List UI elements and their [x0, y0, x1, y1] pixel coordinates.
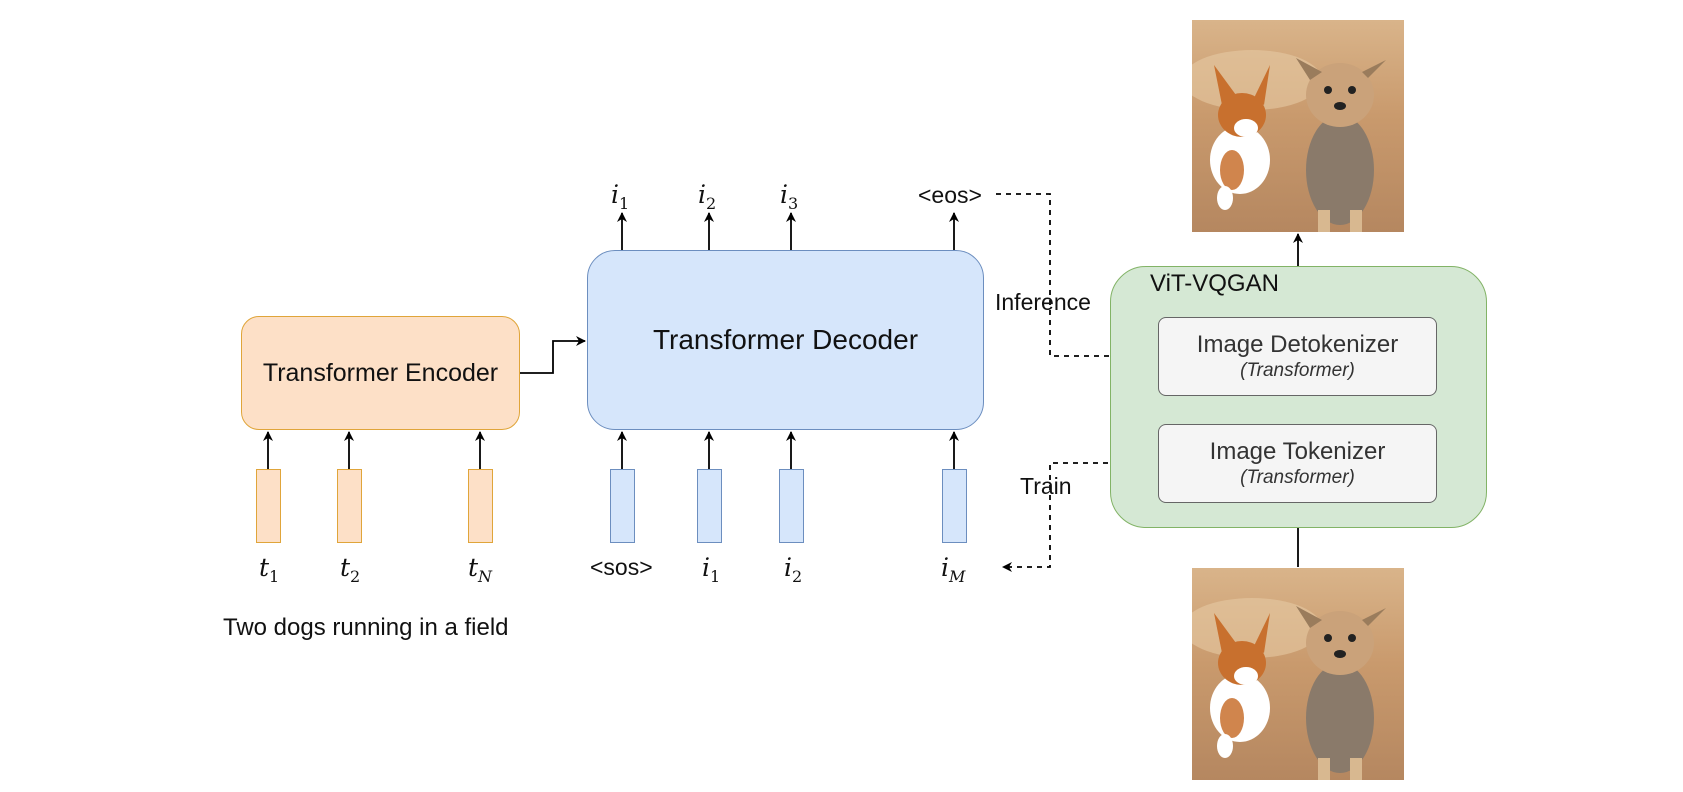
train-label: Train — [1020, 473, 1072, 499]
image-tokenizer-title: Image Tokenizer — [1209, 437, 1386, 465]
transformer-decoder-label: Transformer Decoder — [652, 324, 919, 355]
image-detokenizer-title: Image Detokenizer — [1196, 330, 1399, 358]
inference-dashed-arrow — [996, 193, 1157, 361]
text-token-label: t2 — [340, 553, 361, 586]
image-tokenizer-box: Image Tokenizer (Transformer) — [1158, 424, 1437, 503]
text-token-rect — [256, 469, 281, 543]
decoder-input-label: i1 — [702, 553, 721, 586]
inference-label: Inference — [995, 289, 1091, 315]
image-token-rect — [779, 469, 804, 543]
text-token-label: t1 — [259, 553, 280, 586]
image-token-rect — [697, 469, 722, 543]
decoder-output-label: i3 — [780, 180, 799, 213]
decoder-input-label: iM — [941, 553, 966, 586]
decoder-input-label: i2 — [784, 553, 803, 586]
text-token-label: tN — [468, 553, 493, 586]
image-token-rect — [610, 469, 635, 543]
text-token-rect — [337, 469, 362, 543]
decoder-output-label: i2 — [698, 180, 717, 213]
eos-token-label: <eos> — [918, 182, 982, 208]
yorkie-body — [1306, 115, 1374, 225]
sos-token-label: <sos> — [590, 554, 653, 580]
output-dogs-photo — [1192, 20, 1404, 232]
image-detokenizer-box: Image Detokenizer (Transformer) — [1158, 317, 1437, 396]
caption-text: Two dogs running in a field — [223, 614, 509, 641]
transformer-decoder-box: Transformer Decoder — [587, 250, 984, 430]
arrow-encoder-decoder — [520, 336, 586, 374]
transformer-encoder-label: Transformer Encoder — [262, 358, 499, 387]
image-tokenizer-subtitle: (Transformer) — [1240, 466, 1355, 488]
vit-vqgan-label: ViT-VQGAN — [1150, 270, 1279, 297]
yorkie-body — [1306, 663, 1374, 773]
text-token-rect — [468, 469, 493, 543]
input-dogs-photo — [1192, 568, 1404, 780]
image-token-rect — [942, 469, 967, 543]
decoder-output-label: i1 — [611, 180, 630, 213]
transformer-encoder-box: Transformer Encoder — [241, 316, 520, 430]
image-detokenizer-subtitle: (Transformer) — [1240, 359, 1355, 381]
train-dashed-arrow — [1002, 462, 1158, 572]
